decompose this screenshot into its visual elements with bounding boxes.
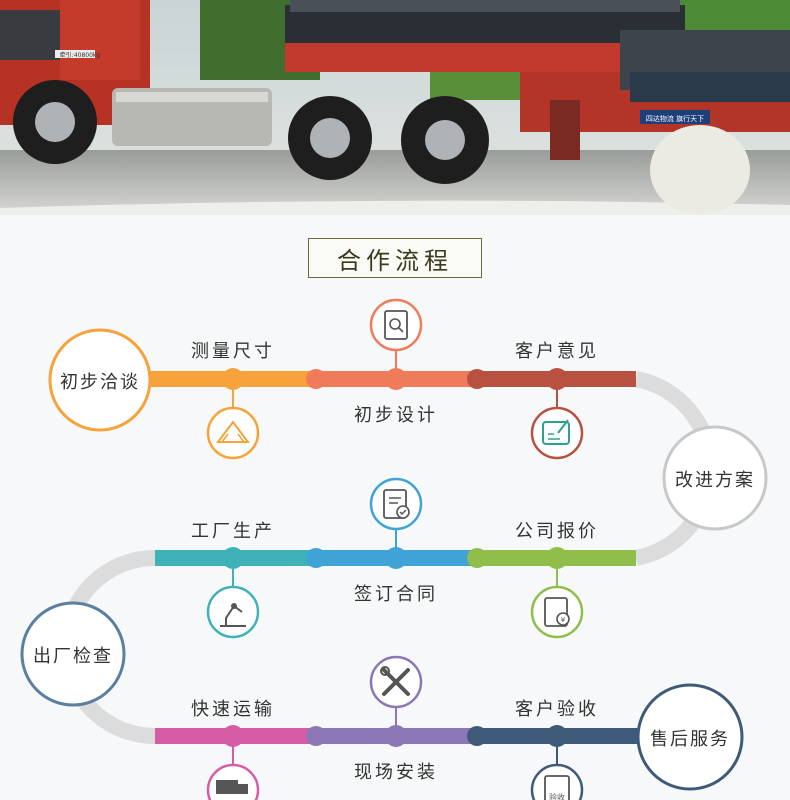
svg-text:¥: ¥ (561, 616, 566, 624)
design-doc-icon (369, 298, 423, 352)
feedback-edit-icon (530, 406, 584, 460)
service-circle (636, 683, 744, 791)
node-dot-install (385, 725, 407, 747)
node-dot-contract (385, 547, 407, 569)
step-inspect-label: 出厂检查 (33, 646, 113, 667)
section-title-text: 合作流程 (337, 246, 453, 275)
contract-doc-icon (369, 477, 423, 531)
step-feedback-label: 客户意见 (515, 341, 599, 362)
junction-dot (467, 726, 487, 746)
acceptance-doc-text: 验收 (549, 792, 565, 800)
trailer-sign-text: 四达物流 旗行天下 (646, 114, 704, 123)
robot-arm-icon (206, 585, 260, 639)
cab-plate-text: 牵引:40800kg (60, 51, 101, 59)
step-revise-label: 改进方案 (675, 470, 755, 491)
step-accept-label: 客户验收 (515, 699, 599, 720)
node-dot-feedback (546, 368, 568, 390)
ruler-icon (206, 406, 260, 460)
step-design-label: 初步设计 (354, 405, 438, 426)
node-dot-ship (222, 725, 244, 747)
step-ship-label: 快速运输 (191, 699, 275, 720)
node-dot-accept (546, 725, 568, 747)
step-quote-label: 公司报价 (515, 521, 599, 542)
junction-dot (306, 726, 326, 746)
truck-photo: 四达物流 旗行天下 牵引:40800kg (0, 0, 790, 215)
junction-dot (467, 369, 487, 389)
truck-illustration: 四达物流 旗行天下 牵引:40800kg (0, 0, 790, 215)
node-dot-design (385, 368, 407, 390)
step-contract-label: 签订合同 (354, 584, 438, 605)
node-dot-produce (222, 547, 244, 569)
start-circle (48, 328, 152, 432)
invoice-icon (530, 585, 584, 639)
junction-dot (306, 548, 326, 568)
step-start-label: 初步洽谈 (60, 372, 140, 393)
revise-circle (662, 425, 768, 531)
junction-dot (306, 369, 326, 389)
node-dot-quote (546, 547, 568, 569)
step-install-label: 现场安装 (354, 762, 438, 783)
inspect-circle (20, 601, 126, 707)
junction-dot (467, 548, 487, 568)
node-dot-measure (222, 368, 244, 390)
section-title: 合作流程 (308, 238, 482, 278)
step-produce-label: 工厂生产 (191, 521, 275, 542)
step-measure-label: 测量尺寸 (191, 341, 275, 362)
step-service-label: 售后服务 (650, 729, 730, 750)
